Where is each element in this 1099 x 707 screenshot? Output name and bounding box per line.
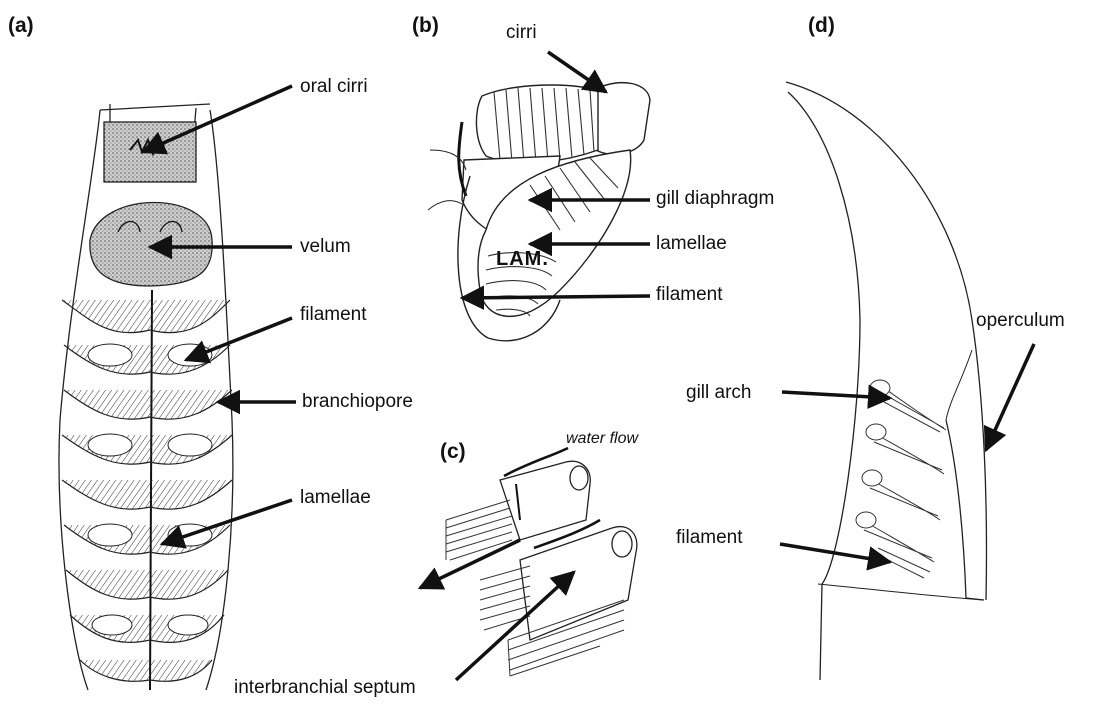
arrow-filament-b xyxy=(462,296,650,298)
label-filament-a: filament xyxy=(300,304,367,326)
panel-b-label: (b) xyxy=(412,14,439,38)
panel-d-arrows xyxy=(780,344,1034,562)
panel-b-drawing xyxy=(428,83,650,341)
label-branchiopore: branchiopore xyxy=(302,391,413,413)
label-lamellae-b: lamellae xyxy=(656,233,727,255)
arrow-operculum xyxy=(986,344,1034,450)
arrow-water-flow xyxy=(420,540,520,588)
label-operculum: operculum xyxy=(976,310,1065,332)
label-oral-cirri: oral cirri xyxy=(300,76,368,98)
panel-d-drawing xyxy=(786,82,986,680)
label-lamellae-a: lamellae xyxy=(300,487,371,509)
label-filament-b: filament xyxy=(656,284,723,306)
panel-a-drawing xyxy=(59,104,233,690)
label-gill-arch: gill arch xyxy=(686,382,751,404)
panel-d-label: (d) xyxy=(808,14,835,38)
label-interbranchial-septum: interbranchial septum xyxy=(234,677,416,699)
panel-a-label: (a) xyxy=(8,14,34,38)
panel-c-label: (c) xyxy=(440,440,466,464)
label-lam-inside: LAM. xyxy=(496,248,549,271)
label-cirri: cirri xyxy=(506,22,537,44)
label-water-flow: water flow xyxy=(566,428,638,450)
label-filament-d: filament xyxy=(676,527,743,549)
arrow-oral-cirri xyxy=(143,86,292,152)
label-velum: velum xyxy=(300,236,351,258)
label-gill-diaphragm: gill diaphragm xyxy=(656,188,774,210)
